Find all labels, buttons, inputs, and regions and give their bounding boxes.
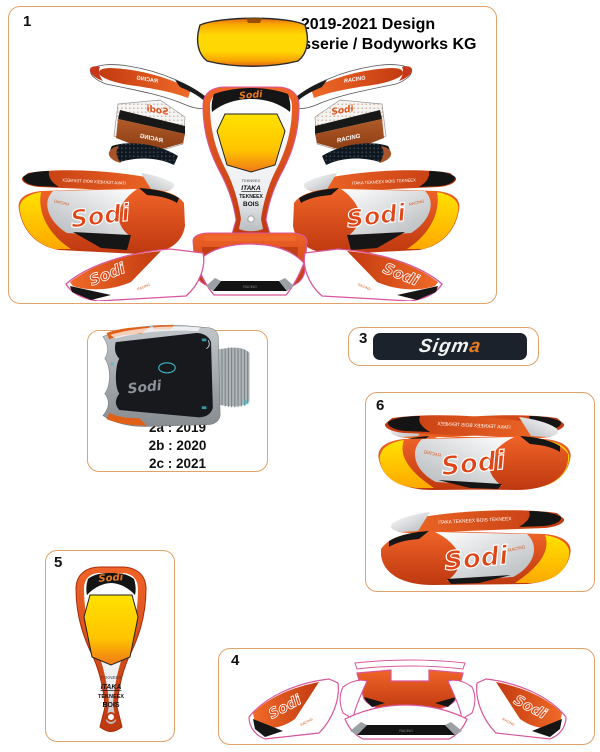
svg-text:ITAKA: ITAKA xyxy=(101,684,122,691)
svg-text:RACING: RACING xyxy=(300,717,314,727)
panel-number: 3 xyxy=(359,330,368,347)
panel-number: 1 xyxy=(23,13,32,30)
panel-number: 5 xyxy=(54,554,63,571)
svg-text:Sodi: Sodi xyxy=(98,572,124,585)
svg-text:RACING: RACING xyxy=(399,729,413,733)
svg-text:ITAKA: ITAKA xyxy=(241,185,261,192)
front-spoiler-illustration: RACING Sodi RACING Sodi RACING xyxy=(65,243,443,301)
svg-text:RACING: RACING xyxy=(137,283,151,292)
svg-text:BOIS: BOIS xyxy=(243,201,260,208)
panel-6-sidepods: 6 ITAKA TEKNEEX BOIS TEKNEEX RACING Sodi… xyxy=(365,392,595,592)
panel-3-sigma: 3 Sigma xyxy=(348,327,539,366)
kit-title-line2: Carrosserie / Bodyworks KG xyxy=(259,36,477,53)
svg-text:TEKNEEX: TEKNEEX xyxy=(100,675,121,680)
variant-2c: 2c : 2021 xyxy=(148,456,207,471)
variant-2b: 2b : 2020 xyxy=(148,438,207,453)
svg-text:BOIS: BOIS xyxy=(102,702,119,709)
svg-text:Sodi: Sodi xyxy=(239,89,264,102)
sidepod-set-illustration: ITAKA TEKNEEX BOIS TEKNEEX RACING Sodi S… xyxy=(378,415,571,585)
svg-text:TEKNEEX: TEKNEEX xyxy=(98,694,124,700)
panel-1-bodyworks-overview: 1 2019-2021 Design Carrosserie / Bodywor… xyxy=(8,6,497,304)
panel-number: 4 xyxy=(231,652,240,669)
svg-text:ITAKA TEKNEEX BOIS TEKNEEX: ITAKA TEKNEEX BOIS TEKNEEX xyxy=(352,177,416,185)
svg-text:RACING: RACING xyxy=(344,75,367,84)
nassau-panel-illustration: Sodi TEKNEEX ITAKA TEKNEEX BOIS xyxy=(202,86,300,238)
sodi-script: Sodi xyxy=(443,541,511,578)
svg-text:RACING: RACING xyxy=(243,285,257,289)
svg-text:Sodi: Sodi xyxy=(331,104,355,118)
svg-text:RACING: RACING xyxy=(357,283,371,292)
panel-4-rear-bumper: 4 Sodi RACING Sodi RACING RACING xyxy=(218,648,595,745)
sigma-logo: Sigma xyxy=(373,333,527,360)
svg-text:TEKNEEX: TEKNEEX xyxy=(239,194,263,200)
sodi-script: Sodi xyxy=(440,446,508,483)
kit-title: 2019-2021 Design Carrosserie / Bodyworks… xyxy=(246,15,490,55)
panel-5-nassau: 5 Sodi TEKNEEX ITAKA TEKNEEX BOIS xyxy=(45,550,175,742)
floor-tray-illustration: Sodi xyxy=(102,324,250,427)
kit-title-line1: 2019-2021 Design xyxy=(300,16,436,33)
rear-bumper-illustration: Sodi RACING Sodi RACING RACING xyxy=(248,659,567,740)
bodyworks-kit-illustration: RACING RACING Sodi Sodi TEKNEEX ITAKA TE… xyxy=(18,17,460,301)
svg-text:RACING: RACING xyxy=(408,198,424,207)
nassau-front-illustration: Sodi TEKNEEX ITAKA TEKNEEX BOIS xyxy=(75,566,147,732)
svg-text:RACING: RACING xyxy=(502,717,516,727)
mini-panel-illustration: RACING Sodi xyxy=(314,99,392,165)
svg-text:TEKNEEX: TEKNEEX xyxy=(242,178,261,183)
svg-text:RACING: RACING xyxy=(337,134,362,145)
side-strip-illustration: RACING xyxy=(288,64,413,109)
svg-text:Sodi: Sodi xyxy=(127,378,163,397)
sigma-logo-text: Sigma xyxy=(417,335,483,357)
sidepod-illustration: ITAKA TEKNEEX BOIS TEKNEEX RACING xyxy=(293,170,460,254)
windscreen-illustration xyxy=(196,17,309,67)
panel-number: 6 xyxy=(376,397,385,414)
